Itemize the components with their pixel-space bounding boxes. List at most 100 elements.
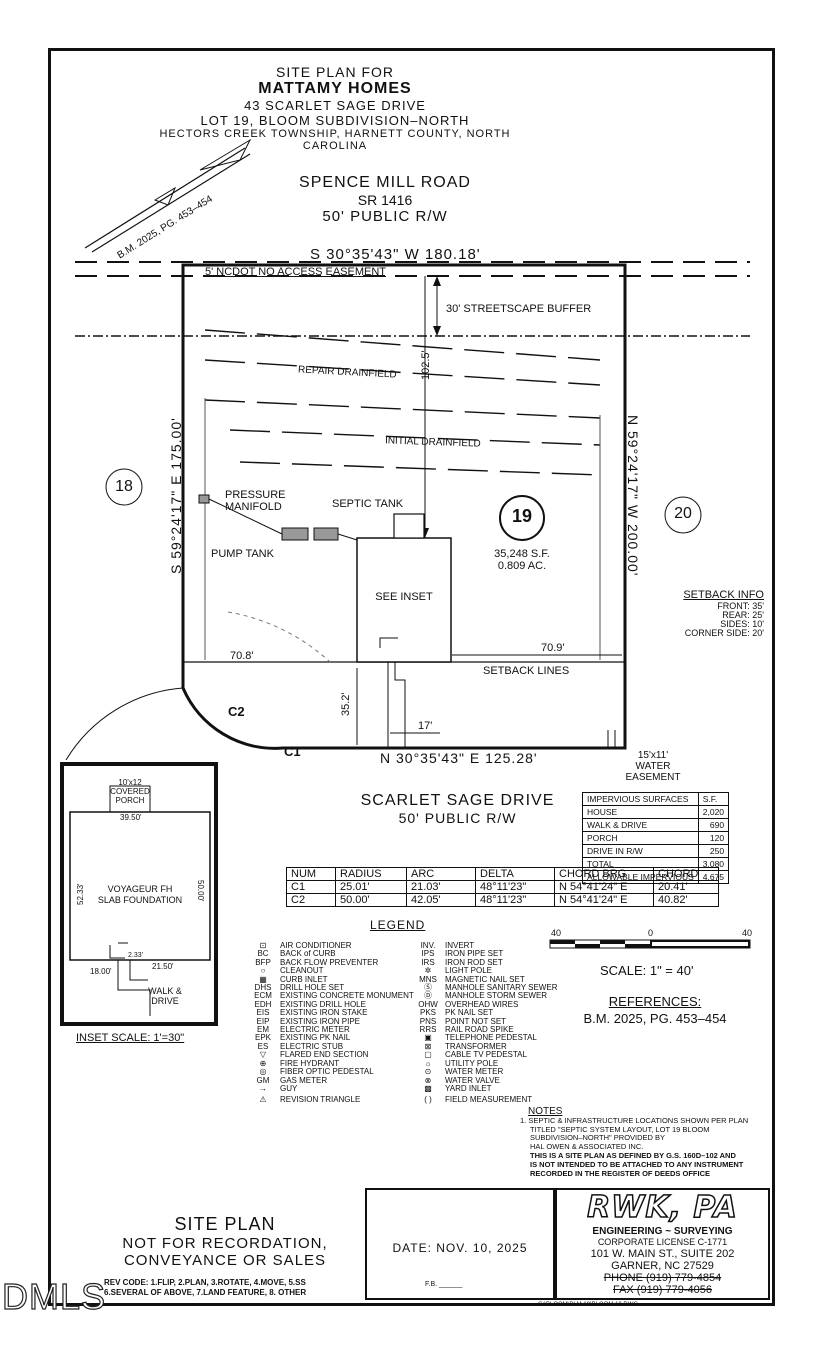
- legend-symbol: EIS: [256, 1008, 270, 1018]
- curve-cell: 20.41': [653, 880, 719, 894]
- legend-label: IRON PIPE SET: [445, 949, 504, 959]
- road-bottom: SCARLET SAGE DRIVE 50' PUBLIC R/W: [345, 792, 570, 826]
- pressure-label: PRESSURE: [225, 489, 286, 501]
- septic-tank-label: SEPTIC TANK: [332, 498, 404, 510]
- legend-symbol: ▽: [259, 1050, 267, 1060]
- legend-item: MNS MAGNETIC NAIL SET: [415, 974, 557, 984]
- legend-label: FIELD MEASUREMENT: [445, 1095, 533, 1105]
- curve-cell: N 54°41'24" E: [554, 893, 654, 907]
- legend-symbol: IPS: [421, 949, 435, 959]
- curve-c2-label: C2: [228, 704, 245, 719]
- inset-dim-18-00: 18.00': [90, 967, 112, 976]
- note-line: 1. SEPTIC & INFRASTRUCTURE LOCATIONS SHO…: [520, 1115, 749, 1125]
- streetscape-buffer: 30' STREETSCAPE BUFFER: [446, 303, 592, 315]
- curve-cell: N 54°41'24" E: [554, 880, 654, 894]
- curve-table: NUM RADIUS ARC DELTA CHORD BRG CHORD C1 …: [286, 867, 719, 907]
- legend-symbol: ▦: [259, 974, 267, 984]
- legend-label: BACK of CURB: [280, 949, 336, 959]
- road-top-name: SPENCE MILL ROAD: [299, 174, 471, 191]
- legend-label: YARD INLET: [445, 1083, 492, 1093]
- water-easement-size: 15'x11': [637, 750, 669, 761]
- legend-label: MANHOLE STORM SEWER: [445, 991, 548, 1001]
- legend-item: INV.INVERT: [415, 941, 557, 950]
- title-header: SITE PLAN FOR MATTAMY HOMES 43 SCARLET S…: [140, 64, 530, 152]
- imp-h1: IMPERVIOUS SURFACES: [582, 792, 699, 806]
- setback-lines: SETBACK LINES: [483, 665, 570, 677]
- header-client: MATTAMY HOMES: [258, 80, 412, 97]
- dim-70-8: 70.8': [230, 650, 254, 662]
- firm-discipline: ENGINEERING ~ SURVEYING: [592, 1226, 733, 1237]
- inset-box: [60, 762, 218, 1026]
- lot-area: 35,248 S.F. 0.809 AC.: [472, 548, 572, 572]
- curve-h-delta: DELTA: [475, 867, 555, 881]
- legend-label: CABLE TV PEDESTAL: [445, 1050, 527, 1060]
- legend-symbol: IRS: [421, 957, 435, 967]
- legend-label: FLARED END SECTION: [280, 1050, 369, 1060]
- firm-phone: PHONE (919) 779-4854: [603, 1272, 722, 1284]
- dim-35-2: 35.2': [340, 692, 352, 716]
- legend-item: ⊙WATER METER: [415, 1067, 557, 1077]
- legend-label: FIBER OPTIC PEDESTAL: [280, 1067, 374, 1077]
- legend-symbol: ✲: [424, 966, 432, 976]
- legend-item: →GUY: [250, 1083, 414, 1093]
- legend-label: IRON ROD SET: [445, 957, 503, 967]
- legend-item: ( )FIELD MEASUREMENT: [415, 1095, 557, 1105]
- note-line: HAL OWEN & ASSOCIATED INC.: [530, 1142, 644, 1152]
- legend-label: BACK FLOW PREVENTER: [280, 957, 379, 967]
- legend-symbol: ▣: [424, 1033, 432, 1043]
- road-top-rw: 50' PUBLIC R/W: [322, 208, 448, 225]
- legend-label: EXISTING IRON PIPE: [280, 1016, 361, 1026]
- curve-cell: 48°11'23": [475, 880, 555, 894]
- ncdot-easement: 5' NCDOT NO ACCESS EASEMENT: [205, 266, 386, 278]
- curve-h-radius: RADIUS: [335, 867, 407, 881]
- imp-value: 2,020: [697, 805, 730, 819]
- adjacent-lot-18: 18: [115, 478, 133, 495]
- curve-h-chordbrg: CHORD BRG: [554, 867, 654, 881]
- legend-symbol: ES: [257, 1041, 269, 1051]
- legend-symbol: →: [259, 1083, 267, 1093]
- legend-symbol: MNS: [419, 974, 437, 984]
- setback-front: FRONT: 35': [717, 601, 764, 611]
- legend-label: CURB INLET: [280, 974, 328, 984]
- curve-h-num: NUM: [286, 867, 336, 881]
- imp-label: DRIVE IN R/W: [582, 844, 699, 858]
- see-inset: SEE INSET: [375, 591, 433, 603]
- header-lot: LOT 19, BLOOM SUBDIVISION–NORTH: [200, 113, 470, 128]
- legend-label: TRANSFORMER: [445, 1041, 507, 1051]
- note-line: SUBDIVISION–NORTH" PROVIDED BY: [530, 1133, 666, 1143]
- legend-label: WATER METER: [445, 1067, 504, 1077]
- inset-house: VOYAGEUR FH SLAB FOUNDATION: [80, 884, 200, 906]
- curve-cell: 50.00': [335, 893, 407, 907]
- legend-symbol: EDH: [254, 999, 272, 1009]
- drawing-frame: [48, 48, 775, 1306]
- curve-c1-label: C1: [284, 744, 301, 759]
- legend-symbol: INV.: [420, 941, 436, 950]
- legend-symbol: ☼: [424, 1058, 432, 1068]
- header-address: 43 SCARLET SAGE DRIVE: [244, 98, 426, 113]
- inset-porch-label: PORCH: [115, 796, 145, 805]
- legend-symbol: ⊗: [424, 1075, 432, 1085]
- setback-sides: SIDES: 10': [720, 619, 764, 629]
- legend-item: ○CLEANOUT: [250, 966, 414, 976]
- legend-label: EXISTING PK NAIL: [280, 1033, 351, 1043]
- firm-box: [555, 1188, 770, 1300]
- bearing-left: S 59°24'17" E 175.00': [168, 417, 184, 574]
- firm-logo: RWK, PA: [586, 1189, 738, 1226]
- legend-symbol: OHW: [418, 999, 438, 1009]
- table-row: C2 50.00' 42.05' 48°11'23" N 54°41'24" E…: [286, 893, 719, 907]
- legend-label: CLEANOUT: [280, 966, 324, 976]
- conveyance-or-sales: CONVEYANCE OR SALES: [123, 1252, 327, 1269]
- note-line: IS NOT INTENDED TO BE ATTACHED TO ANY IN…: [530, 1159, 744, 1169]
- legend-label: MAGNETIC NAIL SET: [445, 974, 525, 984]
